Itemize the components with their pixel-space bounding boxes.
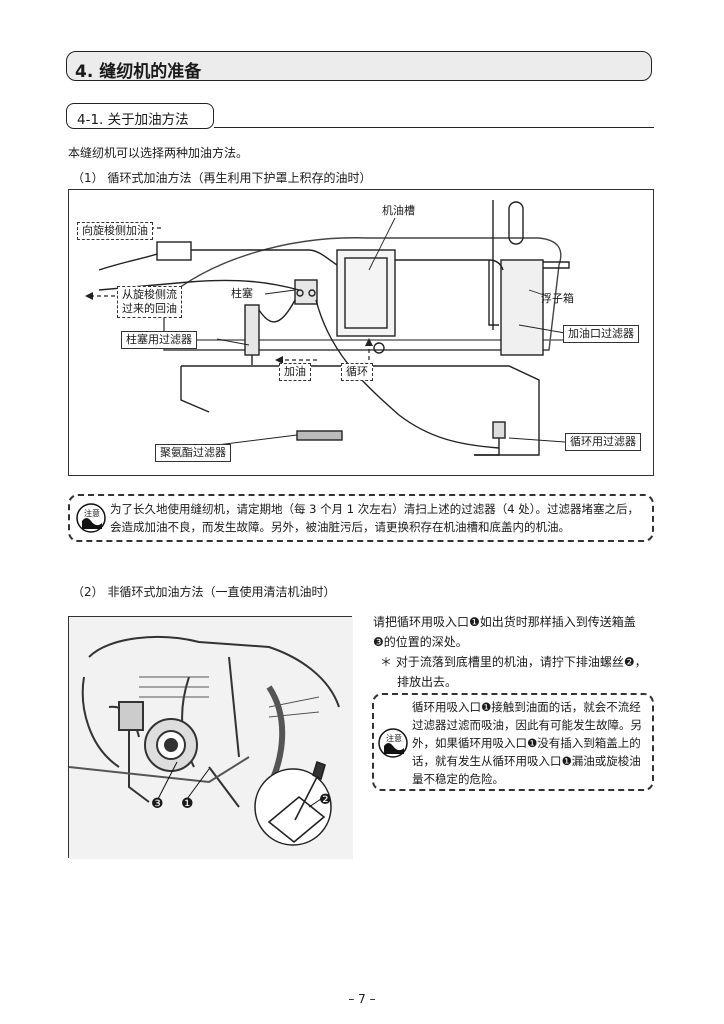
caution1-line2: 会造成加油不良，而发生故障。另外，被油脏污后，请更换积存在机油槽和底盖内的机油。 xyxy=(110,520,570,534)
label-return-line2: 过来的回油 xyxy=(122,302,177,315)
method2-para-line1: 请把循环用吸入口❶如出货时那样插入到传送箱盖 xyxy=(373,615,636,629)
caution-icon: 注 意 xyxy=(378,728,408,758)
circulating-oil-diagram: 机油槽 向旋梭侧加油 从旋梭侧流 过来的回油 柱塞 浮子箱 加油口过滤器 柱塞用… xyxy=(68,189,654,476)
intro-text: 本缝纫机可以选择两种加油方法。 xyxy=(68,146,249,160)
method2-note-line2: 排放出去。 xyxy=(397,675,458,689)
diagram-drawing xyxy=(85,200,570,456)
label-oiling: 加油 xyxy=(279,363,311,381)
label-oil-tank: 机油槽 xyxy=(382,204,415,217)
caution2-line5: 量不稳定的危险。 xyxy=(412,772,504,786)
caution2-line2: 过滤器过滤而吸油，因此有可能发生故障。另 xyxy=(412,718,642,732)
caution2-line3: 外，如果循环用吸入口❶没有插入到箱盖上的 xyxy=(412,736,641,750)
caution-box-2: 注 意 循环用吸入口❶接触到油面的话，就会不流经 过滤器过滤而吸油，因此有可能发… xyxy=(372,693,654,791)
label-circulation: 循环 xyxy=(341,363,373,381)
method2-heading: （2） 非循环式加油方法（一直使用清洁机油时） xyxy=(72,585,336,599)
page-number: – 7 – xyxy=(348,992,376,1006)
caution1-line1: 为了长久地使用缝纫机，请定期地（每 3 个月 1 次左右）清扫上述的过滤器（4 … xyxy=(110,502,639,516)
label-plunger-filter: 柱塞用过滤器 xyxy=(121,331,197,349)
label-return-from-hook: 从旋梭侧流 过来的回油 xyxy=(117,286,182,318)
section-rule xyxy=(214,127,654,128)
caution2-line1: 循环用吸入口❶接触到油面的话，就会不流经 xyxy=(412,700,641,714)
method2-note-line1: ＊ 对于流落到底槽里的机油，请拧下排油螺丝❷， xyxy=(380,655,647,669)
chapter-heading: 4. 缝纫机的准备 xyxy=(66,51,652,82)
photo-label-2: ❷ xyxy=(319,792,332,808)
photo-label-3: ❸ xyxy=(151,796,164,812)
label-plunger: 柱塞 xyxy=(231,287,253,300)
label-to-hook: 向旋梭侧加油 xyxy=(77,222,153,240)
label-float-box: 浮子箱 xyxy=(541,292,574,305)
caution2-icon-text-1: 注 xyxy=(386,733,394,743)
chapter-title: 4. 缝纫机的准备 xyxy=(75,62,202,82)
caution2-line4: 话，就有发生从循环用吸入口❶漏油或旋梭油 xyxy=(412,754,641,768)
caution-icon-text-1: 注 xyxy=(84,508,92,518)
label-return-line1: 从旋梭侧流 xyxy=(122,288,177,301)
non-circulating-photo: ❸ ❶ ❷ xyxy=(68,616,353,859)
caution-icon-text-2: 意 xyxy=(92,508,100,518)
label-polyurethane-filter: 聚氨酯过滤器 xyxy=(155,444,231,462)
method1-heading: （1） 循环式加油方法（再生利用下护罩上积存的油时） xyxy=(72,171,372,185)
method2-para-line2: ❸的位置的深处。 xyxy=(373,635,468,649)
label-inlet-filter: 加油口过滤器 xyxy=(563,325,639,343)
section-heading: 4-1. 关于加油方法 xyxy=(66,103,214,129)
section-title: 4-1. 关于加油方法 xyxy=(77,112,189,128)
photo-drawing xyxy=(69,617,353,859)
caution-icon: 注 意 xyxy=(76,503,106,533)
caution2-icon-text-2: 意 xyxy=(394,733,402,743)
label-circulation-filter: 循环用过滤器 xyxy=(565,433,641,451)
caution-box-1: 注 意 为了长久地使用缝纫机，请定期地（每 3 个月 1 次左右）清扫上述的过滤… xyxy=(68,494,654,542)
photo-label-1: ❶ xyxy=(181,796,194,812)
